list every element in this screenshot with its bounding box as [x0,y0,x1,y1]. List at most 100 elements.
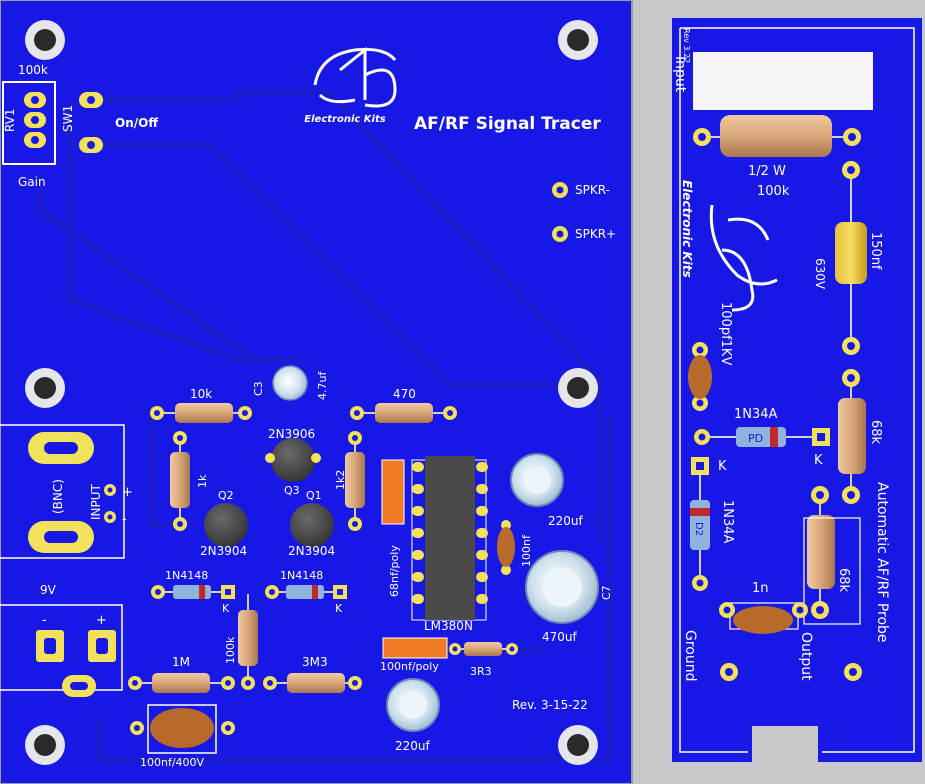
c-470uf-label: 470uf [542,630,578,644]
resistor-10k [150,403,252,423]
d-1n4148-b-label: 1N4148 [280,569,323,582]
c-220uf-bottom-label: 220uf [395,739,431,753]
probe-diode-d2 [690,457,710,591]
ic-lm380n [411,456,488,621]
r-10k-label: 10k [190,387,212,401]
probe-diode-d1 [694,427,830,447]
resistor-3m3 [263,673,362,693]
battery-minus: - [42,613,47,628]
pot-ref: RV1 [3,108,17,132]
probe-ground: Ground [682,630,698,682]
battery-plus: + [96,613,107,628]
input-plus: + [122,485,133,500]
resistor-1k [170,431,190,531]
switch-label: On/Off [115,116,158,130]
q2-type: 2N3904 [200,544,247,558]
capacitor-68nf [381,459,405,525]
bnc-input-connector [0,424,125,559]
probe-c-100pf: 100pf1KV [718,302,733,365]
c3-value: 4.7uf [316,371,329,400]
main-board: Electronic Kits AF/RF Signal Tracer 100k… [0,0,633,784]
probe-revision: Rev 3.22 [682,28,691,63]
probe-c-value: 150nf [868,232,883,270]
resistor-3r3 [449,642,518,656]
capacitor-100nf-400v [130,704,235,754]
c-220uf-top-label: 220uf [548,514,584,528]
transistor-q1 [290,503,334,547]
probe-r-rating: 1/2 W [748,164,786,179]
transistor-q3 [265,438,321,482]
capacitor-220uf-top [510,453,564,507]
diode-1n4148-a [151,585,235,599]
probe-output: Output [798,632,814,681]
capacitor-c3 [272,365,308,401]
input-label: INPUT [89,483,103,520]
capacitor-220uf-bottom [386,678,440,732]
board-title: AF/RF Signal Tracer [414,114,601,134]
probe-d2-type: 1N34A [720,500,735,544]
probe-r-value: 100k [757,184,790,199]
probe-resistor-68k-top [838,369,866,504]
r-470-label: 470 [393,387,416,401]
mounting-holes [25,20,598,765]
probe-capacitor-150nf [835,161,867,355]
bnc-label: (BNC) [51,479,65,514]
r-3m3-label: 3M3 [302,655,328,669]
c-100nf-label: 100nf [520,534,533,567]
c-100nf-400v-label: 100nf/400V [140,756,205,769]
probe-c-1n: 1n [752,581,769,596]
probe-capacitor-1n [719,602,808,634]
switch-pads [79,92,103,153]
r-1m-label: 1M [172,655,190,669]
probe-capacitor-100pf [688,342,712,411]
c-68nf-label: 68nf/poly [388,545,401,597]
pot-value: 100k [18,63,48,77]
switch-ref: SW1 [61,105,75,132]
r-1k-label: 1k [196,474,209,488]
capacitor-100nf-poly [382,637,448,659]
probe-title: Automatic AF/RF Probe [874,482,890,643]
probe-d1-ref: PD [748,432,763,445]
c-100nf-poly-label: 100nf/poly [380,660,439,673]
c3-ref: C3 [252,381,265,396]
diode-1n4148-b [265,585,347,599]
probe-d1-type: 1N34A [734,407,778,422]
brand-text: Electronic Kits [304,114,385,125]
q1-type: 2N3904 [288,544,335,558]
gain-label: Gain [18,175,46,189]
probe-r-68k-top: 68k [868,420,883,445]
probe-board: Rev 3.22 Input 1/2 W 100k Electronic Kit… [672,18,922,762]
spkr-plus-label: SPKR+ [575,227,616,241]
r-100k-label: 100k [224,636,237,664]
q3-type: 2N3906 [268,427,315,441]
capacitor-100nf-ceramic [497,520,515,575]
resistor-100k [238,594,258,690]
d-a-k: K [222,602,230,615]
q1-ref: Q1 [306,489,322,502]
potentiometer-rv1 [2,81,56,165]
battery-label: 9V [40,583,57,597]
probe-resistor-68k-bottom [803,486,861,625]
c7-ref: C7 [600,585,613,600]
r-1k2-label: 1k2 [334,470,347,490]
battery-connector [0,604,123,697]
probe-c-rating: 630V [813,258,827,290]
capacitor-470uf [525,550,599,624]
d-b-k: K [335,602,343,615]
q2-ref: Q2 [218,489,234,502]
spkr-minus-label: SPKR- [575,183,610,197]
probe-d2-k: K [718,459,727,474]
probe-d2-ref: D2 [693,522,704,536]
r-3r3-label: 3R3 [470,665,492,678]
probe-r-68k-bottom: 68k [836,568,851,593]
resistor-1k2 [345,431,365,531]
copper-traces [37,89,613,763]
resistor-470 [350,403,457,423]
probe-input-label: Input [672,56,688,93]
resistor-1m [128,673,235,693]
probe-ed-logo [709,204,778,312]
probe-input-window [693,52,873,110]
q3-ref: Q3 [284,484,300,497]
probe-output-pads [720,663,862,681]
